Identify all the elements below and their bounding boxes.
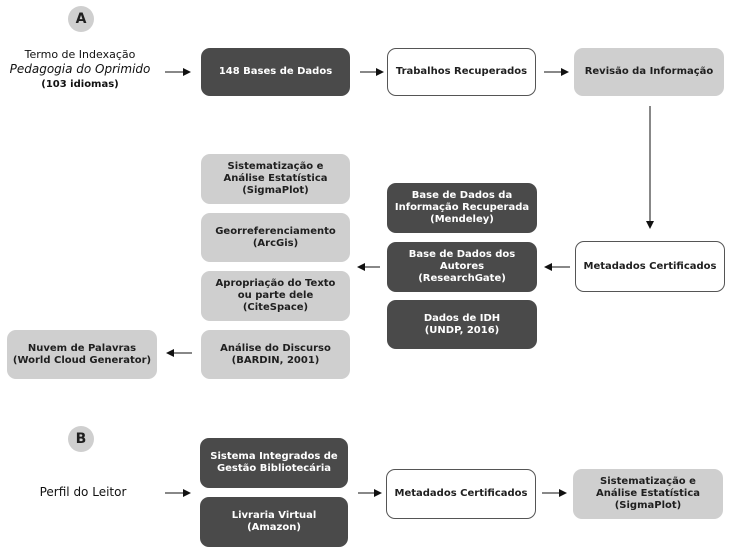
db-autores-line3: (ResearchGate) — [418, 273, 506, 284]
db-info-line2: Informação Recuperada — [394, 202, 530, 213]
sistematizacao-a-line3: (SigmaPlot) — [242, 185, 309, 196]
db-info-box: Base de Dados da Informação Recuperada (… — [387, 183, 537, 233]
livraria-box: Livraria Virtual (Amazon) — [200, 497, 348, 547]
trabalhos-box: Trabalhos Recuperados — [387, 48, 536, 96]
analise-box: Análise do Discurso (BARDIN, 2001) — [201, 330, 350, 379]
metadados-box-b: Metadados Certificados — [386, 469, 536, 519]
perfil-label: Perfil do Leitor — [39, 485, 127, 499]
bases-box: 148 Bases de Dados — [201, 48, 350, 96]
sistema-line2: Gestão Bibliotecária — [216, 463, 332, 474]
apropriacao-box: Apropriação do Texto ou parte dele (Cite… — [201, 271, 350, 321]
nuvem-box: Nuvem de Palavras (World Cloud Generator… — [7, 330, 157, 379]
sistematizacao-b-line1: Sistematização e — [600, 476, 696, 487]
analise-line1: Análise do Discurso — [220, 342, 331, 354]
indexing-term-line2: Pedagogia do Oprimido — [9, 62, 151, 77]
nuvem-line1: Nuvem de Palavras — [27, 342, 137, 354]
analise-line2: (BARDIN, 2001) — [231, 354, 320, 366]
revisao-label: Revisão da Informação — [584, 66, 714, 77]
livraria-line2: (Amazon) — [247, 522, 301, 533]
db-info-line1: Base de Dados da — [411, 190, 513, 201]
indexing-term-label: Termo de Indexação Pedagogia do Oprimido… — [5, 48, 155, 91]
apropriacao-line1: Apropriação do Texto — [215, 278, 336, 289]
sistematizacao-b-line3: (SigmaPlot) — [614, 500, 682, 511]
sistematizacao-box-a: Sistematização e Análise Estatística (Si… — [201, 154, 350, 204]
db-autores-line1: Base de Dados dos — [408, 249, 516, 260]
db-idh-line2: (UNDP, 2016) — [424, 324, 500, 336]
db-autores-box: Base de Dados dos Autores (ResearchGate) — [387, 242, 537, 292]
georref-box: Georreferenciamento (ArcGis) — [201, 213, 350, 262]
sistematizacao-box-b: Sistematização e Análise Estatística (Si… — [573, 469, 723, 519]
bases-label: 148 Bases de Dados — [218, 66, 333, 77]
db-autores-line2: Autores — [439, 261, 485, 272]
sistematizacao-a-line1: Sistematização e — [227, 161, 324, 172]
nuvem-line2: (World Cloud Generator) — [12, 354, 152, 366]
georref-line2: (ArcGis) — [252, 237, 299, 249]
db-idh-box: Dados de IDH (UNDP, 2016) — [387, 300, 537, 349]
sistema-line1: Sistema Integrados de — [210, 451, 338, 462]
db-idh-line1: Dados de IDH — [423, 312, 501, 324]
trabalhos-label: Trabalhos Recuperados — [395, 66, 528, 77]
metadados-label-b: Metadados Certificados — [394, 488, 528, 499]
section-a-badge: A — [68, 6, 94, 32]
db-info-line3: (Mendeley) — [430, 214, 494, 225]
indexing-term-line3: (103 idiomas) — [41, 78, 119, 90]
livraria-line1: Livraria Virtual — [231, 510, 317, 521]
revisao-box: Revisão da Informação — [574, 48, 724, 96]
section-b-badge: B — [68, 426, 94, 452]
apropriacao-line2: ou parte dele — [237, 290, 314, 301]
sistema-box: Sistema Integrados de Gestão Bibliotecár… — [200, 438, 348, 488]
sistematizacao-b-line2: Análise Estatística — [595, 488, 701, 499]
indexing-term-line1: Termo de Indexação — [24, 48, 136, 61]
sistematizacao-a-line2: Análise Estatística — [223, 173, 328, 184]
apropriacao-line3: (CiteSpace) — [242, 302, 309, 313]
metadados-label-a: Metadados Certificados — [583, 260, 717, 272]
georref-line1: Georreferenciamento — [215, 225, 336, 237]
metadados-box-a: Metadados Certificados — [575, 241, 725, 292]
